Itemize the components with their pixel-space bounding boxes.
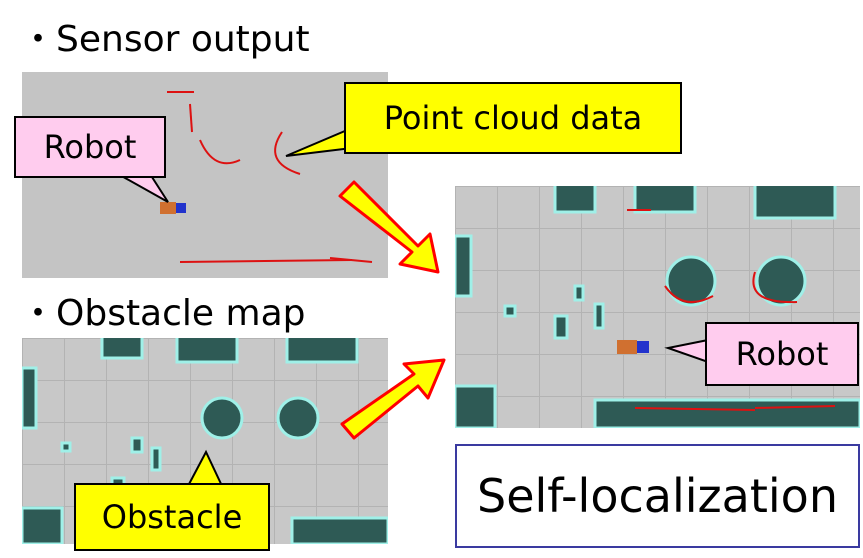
obstacle-shape bbox=[100, 338, 144, 360]
obstacle-shape bbox=[290, 516, 388, 544]
point-cloud-segment bbox=[179, 259, 353, 263]
obstacle-shape bbox=[22, 506, 64, 544]
obstacle-shape bbox=[753, 186, 837, 220]
robot-sensor-callout: Robot bbox=[14, 116, 166, 178]
obstacle-shape bbox=[455, 234, 473, 298]
obstacle-shape bbox=[573, 284, 585, 302]
point-cloud-segment bbox=[664, 285, 714, 304]
robot-sensor-label: Robot bbox=[43, 128, 137, 166]
obstacle-circle bbox=[276, 396, 320, 440]
obstacle-shape bbox=[633, 186, 697, 214]
obstacle-shape bbox=[285, 338, 359, 364]
point-cloud-segment bbox=[199, 139, 241, 165]
self-localization-title-box: Self-localization bbox=[455, 444, 860, 548]
robot-localization-label: Robot bbox=[735, 335, 829, 373]
obstacle-shape bbox=[455, 384, 497, 428]
point-cloud-segment bbox=[752, 271, 798, 304]
obstacle-shape bbox=[22, 366, 38, 430]
obstacle-shape bbox=[503, 304, 517, 318]
obstacle-shape bbox=[150, 446, 162, 472]
robot-localization-callout: Robot bbox=[705, 322, 859, 386]
point-cloud-segment bbox=[634, 407, 756, 411]
obstacle-shape bbox=[593, 302, 605, 330]
obstacle-shape bbox=[60, 441, 72, 453]
robot-marker bbox=[617, 340, 649, 354]
obstacle-shape bbox=[175, 338, 239, 364]
obstacle-label: Obstacle bbox=[101, 498, 243, 536]
obstacle-circle bbox=[755, 255, 807, 307]
sensor-output-heading: ・Sensor output bbox=[20, 19, 310, 60]
obstacle-map-plot bbox=[22, 338, 388, 544]
point-cloud-segment bbox=[754, 405, 836, 409]
point-cloud-callout: Point cloud data bbox=[344, 82, 682, 154]
obstacle-circle bbox=[665, 255, 717, 307]
robot-marker bbox=[160, 202, 186, 214]
localization-plot bbox=[455, 186, 860, 428]
obstacle-circle bbox=[200, 396, 244, 440]
point-cloud-segment bbox=[189, 103, 193, 133]
obstacle-map-heading: ・Obstacle map bbox=[20, 293, 306, 334]
self-localization-title: Self-localization bbox=[477, 469, 838, 523]
obstacle-shape bbox=[593, 398, 860, 428]
point-cloud-segment bbox=[274, 131, 301, 175]
point-cloud-label: Point cloud data bbox=[383, 99, 643, 137]
obstacle-shape bbox=[553, 186, 597, 214]
obstacle-callout: Obstacle bbox=[74, 483, 270, 551]
self-localization-panel bbox=[455, 186, 860, 428]
obstacle-shape bbox=[130, 436, 144, 454]
obstacle-shape bbox=[553, 314, 569, 340]
